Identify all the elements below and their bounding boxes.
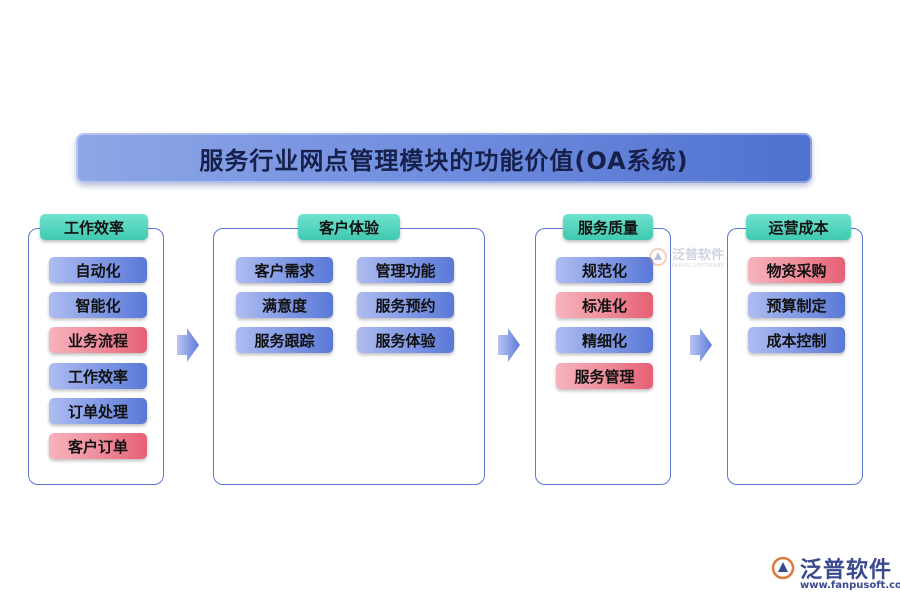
brand-url[interactable]: www.fanpusoft.com [800, 580, 900, 591]
item-standardization[interactable]: 规范化 [556, 257, 653, 283]
watermark-sub: FANPU SOFTWARE [672, 263, 725, 269]
item-business-process[interactable]: 业务流程 [49, 327, 147, 353]
arrow-right-icon [177, 328, 199, 362]
item-customer-order[interactable]: 客户订单 [49, 433, 147, 459]
fanpu-logo-icon [649, 247, 667, 266]
arrow-right-icon [498, 328, 520, 362]
diagram-title: 服务行业网点管理模块的功能价值(OA系统) [76, 133, 812, 183]
arrow-right-icon [690, 328, 712, 362]
item-intelligence[interactable]: 智能化 [49, 292, 147, 318]
panel-heading-operating-cost: 运营成本 [746, 214, 851, 240]
item-automation[interactable]: 自动化 [49, 257, 147, 283]
watermark-logo: 泛普软件 FANPU SOFTWARE [648, 244, 725, 269]
fanpu-logo-icon [771, 556, 795, 580]
brand-name: 泛普软件 [800, 558, 893, 583]
watermark-name: 泛普软件 [672, 248, 725, 263]
panel-heading-customer-experience: 客户体验 [298, 214, 400, 240]
item-cost-control[interactable]: 成本控制 [748, 327, 845, 353]
item-service-experience[interactable]: 服务体验 [357, 327, 454, 353]
item-budget-planning[interactable]: 预算制定 [748, 292, 845, 318]
item-service-tracking[interactable]: 服务跟踪 [236, 327, 333, 353]
panel-heading-service-quality: 服务质量 [563, 214, 653, 240]
item-material-purchase[interactable]: 物资采购 [748, 257, 845, 283]
item-refinement[interactable]: 精细化 [556, 327, 653, 353]
item-service-management[interactable]: 服务管理 [556, 363, 653, 389]
item-normalization[interactable]: 标准化 [556, 292, 653, 318]
item-work-efficiency[interactable]: 工作效率 [49, 363, 147, 389]
panel-heading-work-efficiency: 工作效率 [40, 214, 148, 240]
brand-logo: 泛普软件 www.fanpusoft.com [770, 552, 900, 591]
item-satisfaction[interactable]: 满意度 [236, 292, 333, 318]
item-service-booking[interactable]: 服务预约 [357, 292, 454, 318]
item-order-processing[interactable]: 订单处理 [49, 398, 147, 424]
item-management-function[interactable]: 管理功能 [357, 257, 454, 283]
item-customer-needs[interactable]: 客户需求 [236, 257, 333, 283]
